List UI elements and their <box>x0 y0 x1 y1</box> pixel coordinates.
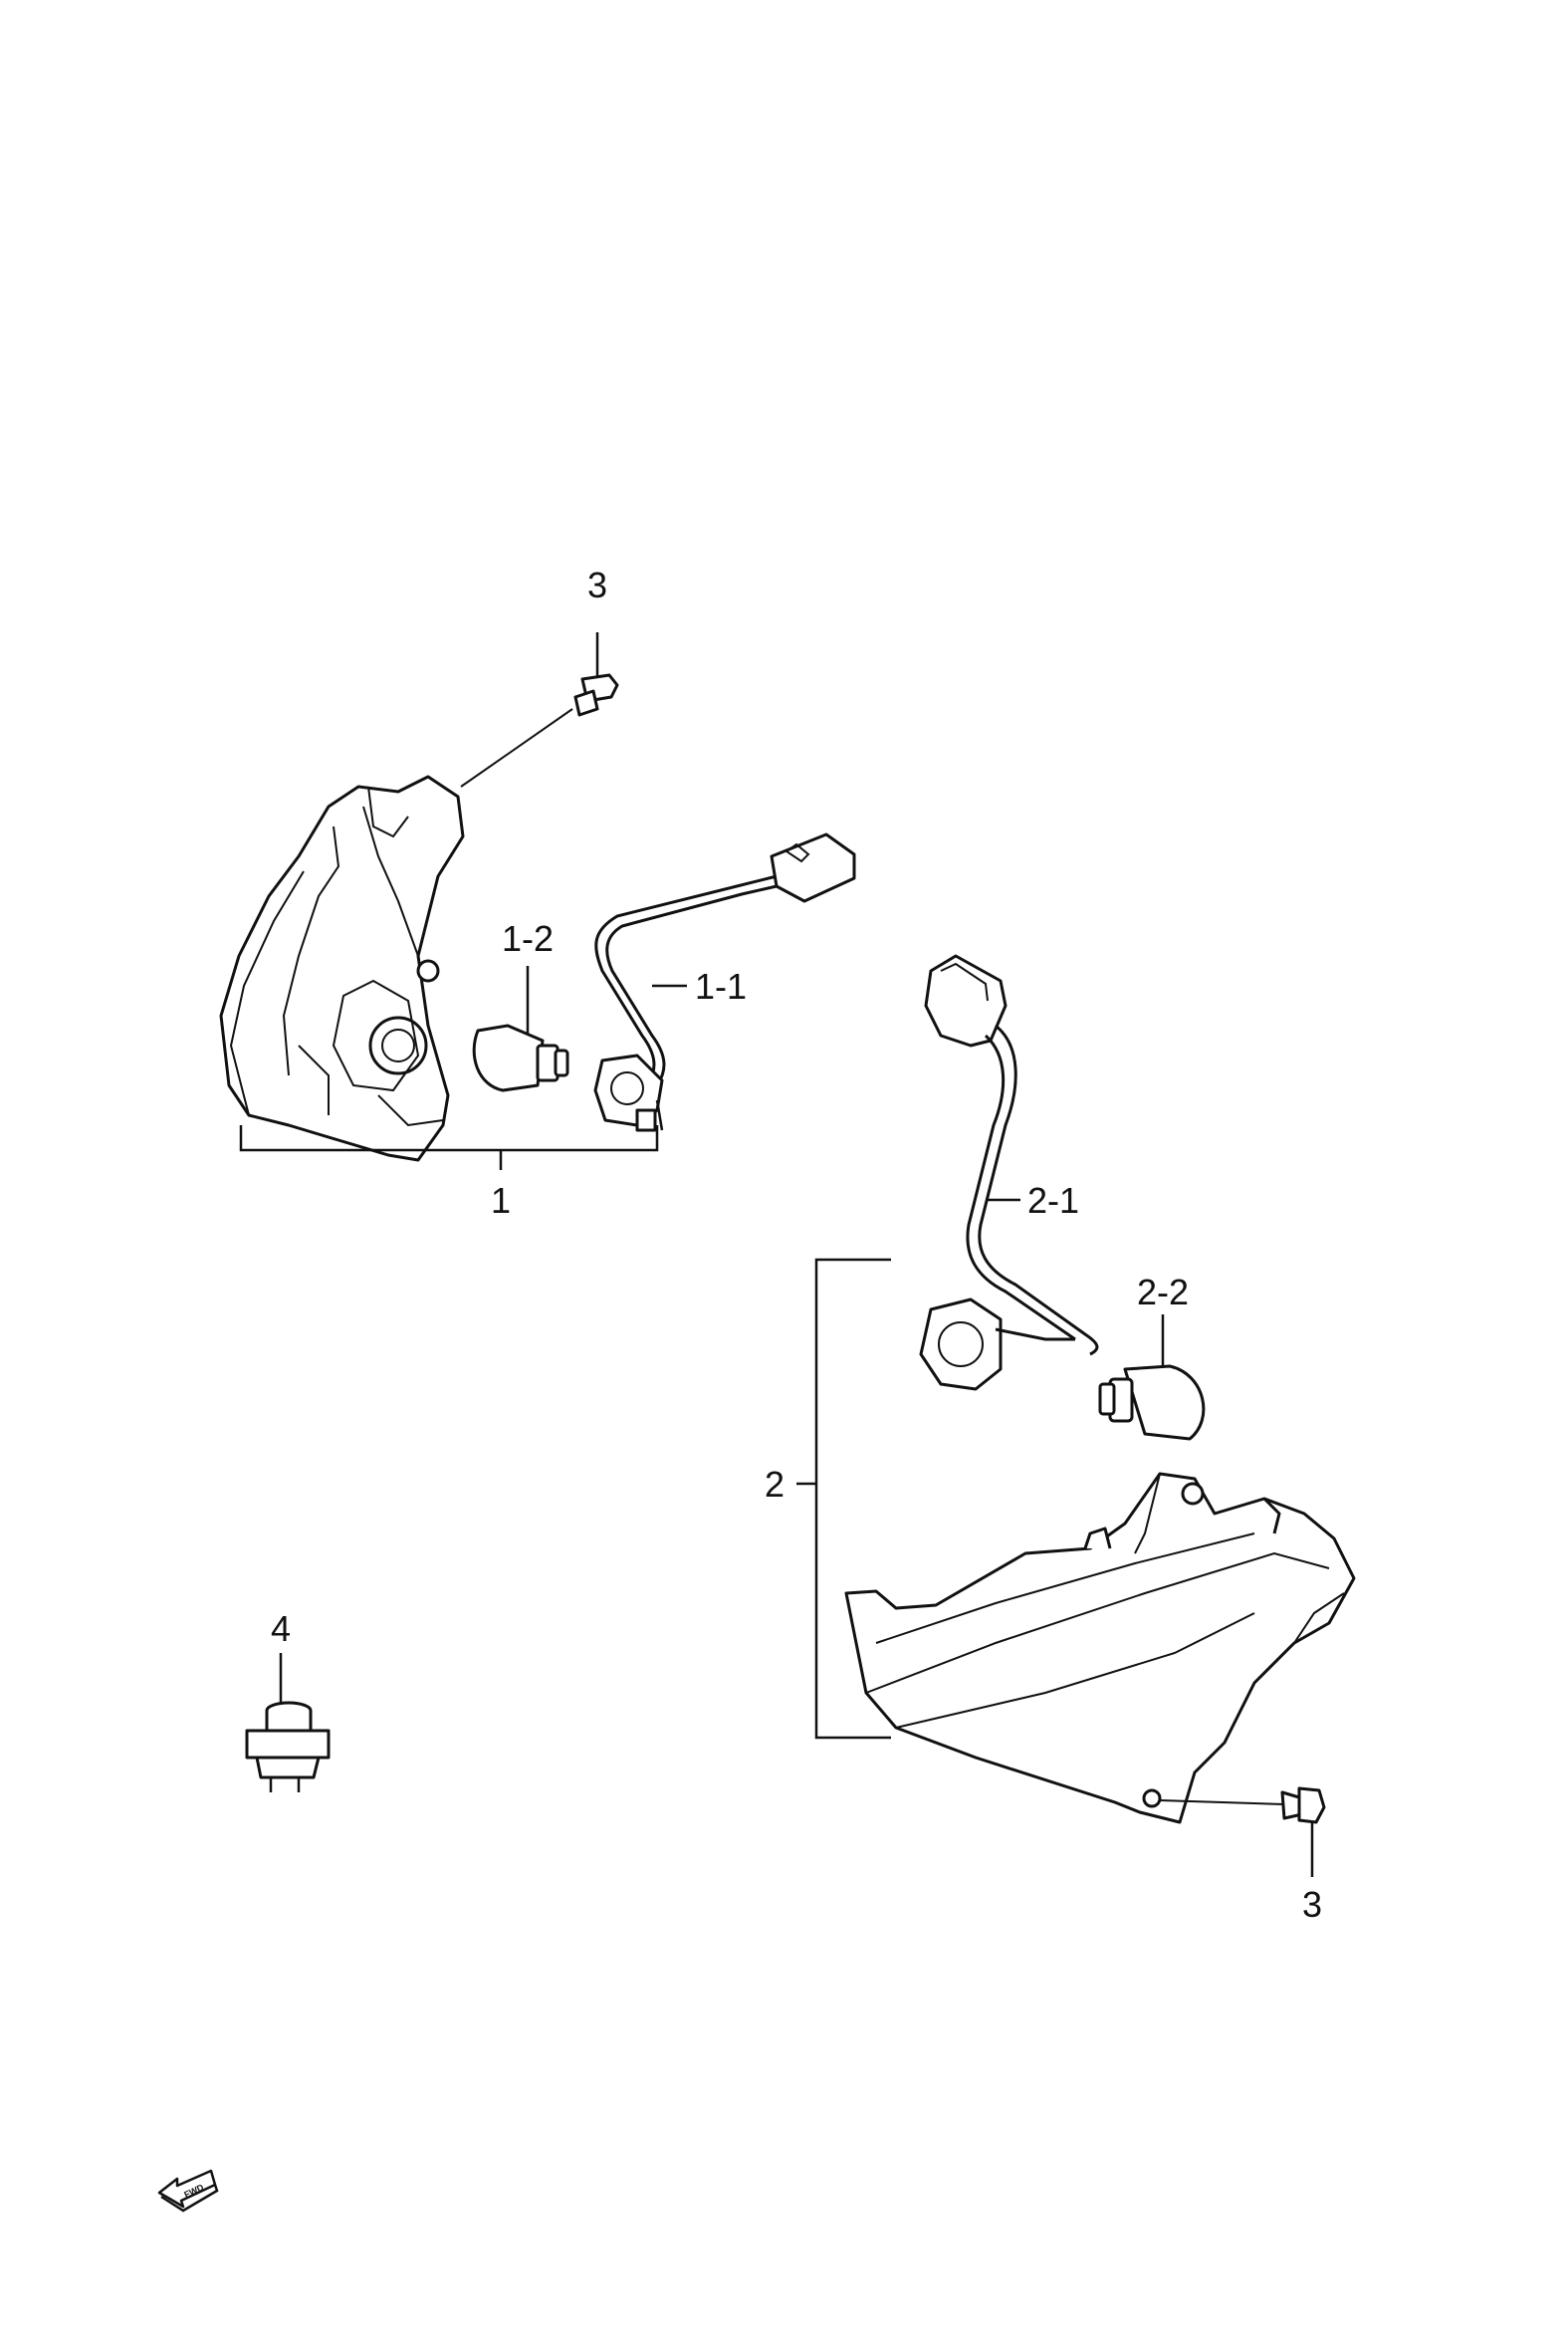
callout-2: 2 <box>765 1464 784 1505</box>
callout-2-1: 2-1 <box>1027 1180 1079 1221</box>
callout-3-bottom: 3 <box>1302 1884 1322 1925</box>
callout-1-2: 1-2 <box>502 918 554 959</box>
bracket-1 <box>239 1125 659 1170</box>
bolt-bottom <box>1159 1786 1326 1877</box>
socket-harness-2-1 <box>919 954 1099 1391</box>
callout-2-2: 2-2 <box>1137 1272 1189 1312</box>
fwd-arrow-icon: FWD <box>157 2169 219 2213</box>
switch-4 <box>245 1653 331 1792</box>
socket-harness-1-1 <box>593 832 856 1132</box>
bolt-top <box>460 632 619 788</box>
bulb-1-2 <box>472 966 569 1092</box>
bracket-2 <box>796 1258 891 1740</box>
callout-3-top: 3 <box>587 565 607 605</box>
callout-4: 4 <box>271 1608 291 1649</box>
turn-signal-housing-right <box>844 1472 1356 1824</box>
callout-1: 1 <box>491 1180 511 1221</box>
callout-1-1: 1-1 <box>695 966 747 1007</box>
bulb-2-2 <box>1098 1314 1206 1441</box>
turn-signal-housing-left <box>219 775 465 1162</box>
